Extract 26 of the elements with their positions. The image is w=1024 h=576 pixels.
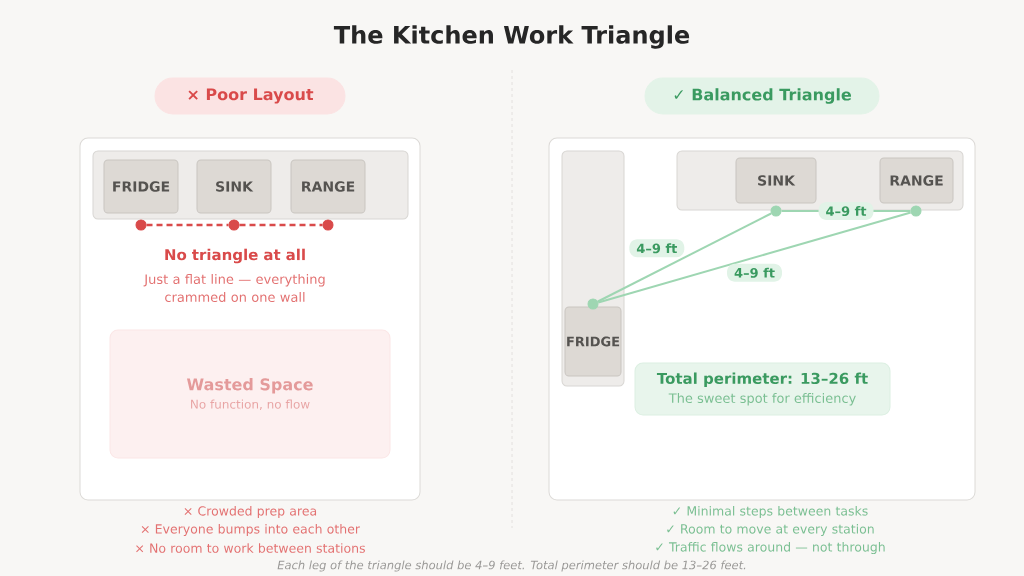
connector-line xyxy=(146,223,229,227)
section-badge: ✓ Balanced Triangle xyxy=(644,77,880,115)
appliance-box: SINK xyxy=(735,157,817,204)
connector-line xyxy=(596,212,773,303)
edge-label: 4–9 ft xyxy=(629,239,685,258)
bullet-item: ✓ Room to move at every station xyxy=(667,523,874,537)
section-badge: × Poor Layout xyxy=(154,77,346,115)
appliance-box: FRIDGE xyxy=(103,159,179,214)
wasted-area: Wasted Space No function, no flow xyxy=(109,329,391,459)
bullet-item: × Everyone bumps into each other xyxy=(141,523,360,537)
appliance-box: FRIDGE xyxy=(564,306,622,377)
connector-line xyxy=(239,223,323,227)
appliance-box: RANGE xyxy=(290,159,366,214)
note-heading: No triangle at all xyxy=(165,248,305,264)
bullet-item: × Crowded prep area xyxy=(184,505,317,519)
connector-line xyxy=(597,211,912,304)
title: The Kitchen Work Triangle xyxy=(333,25,690,49)
bullet-item: ✓ Traffic flows around — not through xyxy=(656,541,885,555)
edge-label: 4–9 ft xyxy=(818,201,874,221)
appliance-box: SINK xyxy=(196,159,272,214)
info-box: Total perimeter: 13–26 ft The sweet spot for efficiency xyxy=(634,362,891,416)
bullet-item: ✓ Minimal steps between tasks xyxy=(673,505,868,519)
note-text: Just a flat line — everything crammed on one wall xyxy=(143,273,325,303)
caption: Each leg of the triangle should be 4–9 feet. Total perimeter should be 13–26 feet. xyxy=(277,560,746,572)
bullet-item: × No room to work between stations xyxy=(136,543,365,553)
appliance-box: RANGE xyxy=(879,157,954,204)
